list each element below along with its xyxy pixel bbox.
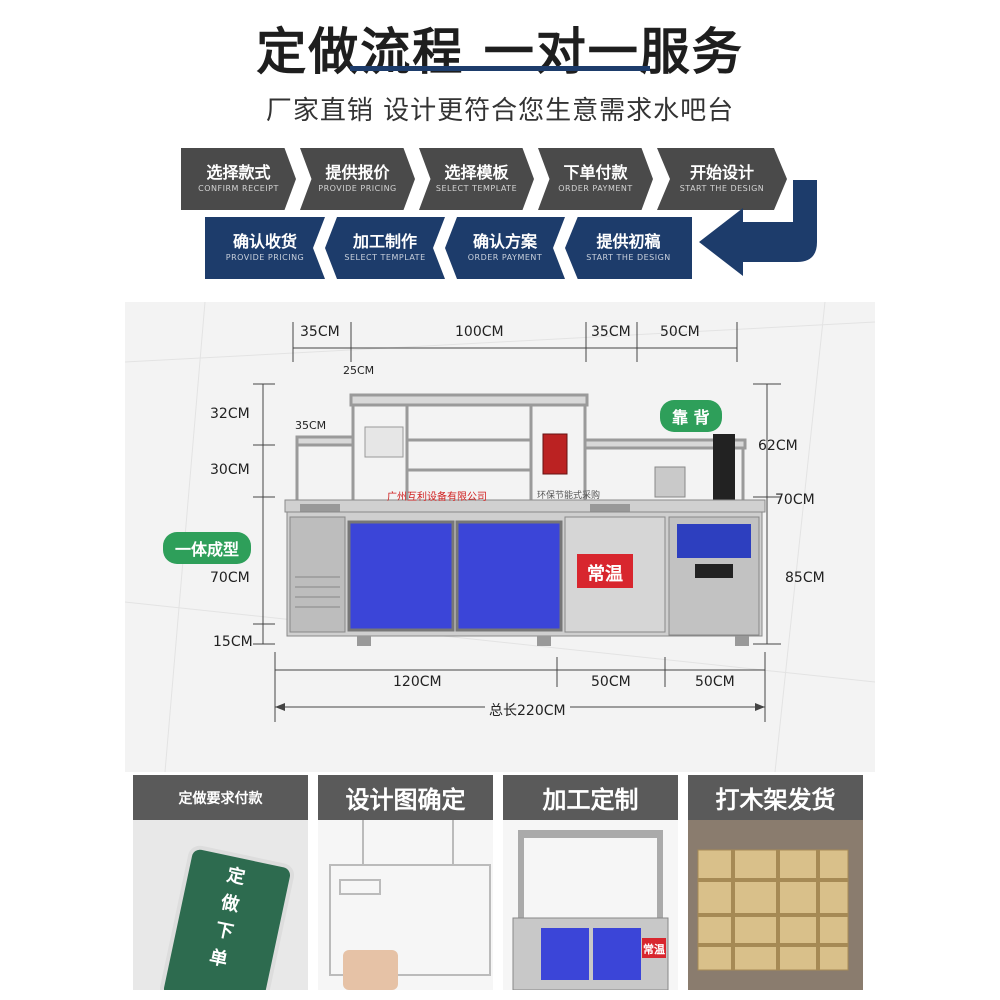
dim-left-4: 15CM — [213, 634, 253, 650]
step-label: 下单付款 — [563, 163, 628, 182]
counter-brand-text-right: 环保节能式采购 — [537, 491, 601, 501]
dim-small-1: 25CM — [343, 364, 375, 377]
dim-left-3: 70CM — [210, 570, 250, 586]
dim-small-2: 35CM — [295, 419, 327, 432]
panel-custom-payment: 定做要求付款 定 做 下 单 — [133, 775, 308, 990]
step-label: 确认收货 — [232, 232, 297, 251]
step-first-draft: 提供初稿 START THE DESIGN — [565, 217, 692, 279]
step-select-template: 选择模板 SELECT TEMPLATE — [419, 148, 534, 210]
step-label: 加工制作 — [352, 232, 417, 251]
dim-top-1: 35CM — [300, 324, 340, 340]
panel-title: 设计图确定 — [318, 775, 493, 820]
step-order-payment: 下单付款 ORDER PAYMENT — [538, 148, 653, 210]
step-label: 提供初稿 — [596, 232, 661, 251]
dim-right-1: 62CM — [758, 438, 798, 454]
step-label: 开始设计 — [689, 163, 754, 182]
dim-bottom-1: 120CM — [393, 674, 442, 690]
step-processing: 加工制作 SELECT TEMPLATE — [325, 217, 445, 279]
step-label: 提供报价 — [325, 163, 390, 182]
page-title: 定做流程 一对一服务 — [256, 23, 744, 81]
dim-bottom-3: 50CM — [695, 674, 735, 690]
panel-title: 定做要求付款 — [133, 775, 308, 820]
step-label: 选择款式 — [206, 163, 271, 182]
callout-backrest: 靠 背 — [660, 400, 722, 432]
dim-top-3: 35CM — [591, 324, 631, 340]
panel-design-confirm: 设计图确定 — [318, 775, 493, 990]
page-subtitle: 厂家直销 设计更符合您生意需求水吧台 — [265, 96, 735, 126]
step-start-design: 开始设计 START THE DESIGN — [657, 148, 787, 210]
step-sublabel: ORDER PAYMENT — [467, 253, 543, 262]
sketch-drawing — [329, 820, 491, 990]
return-arrow-icon — [699, 180, 817, 276]
step-sublabel: START THE DESIGN — [586, 253, 671, 262]
normal-temp-label: 常温 — [587, 564, 623, 585]
dim-right-2: 70CM — [775, 492, 815, 508]
panel-title: 加工定制 — [503, 775, 678, 820]
step-sublabel: SELECT TEMPLATE — [435, 184, 518, 193]
dim-top-4: 50CM — [660, 324, 700, 340]
step-confirm-receipt: 确认收货 PROVIDE PRICING — [205, 217, 325, 279]
panel-wood-crate: 打木架发货 — [688, 775, 863, 990]
counter-brand-text: 广州互利设备有限公司 — [387, 492, 487, 503]
step-sublabel: CONFIRM RECEIPT — [198, 184, 279, 193]
normal-temp-label: 常温 — [643, 943, 665, 956]
callout-one-piece: 一体成型 — [163, 532, 252, 564]
title-underline — [350, 66, 650, 71]
wood-crate-photo — [688, 820, 863, 990]
panel-processing: 加工定制 常温 — [503, 775, 678, 990]
step-label: 选择模板 — [444, 163, 509, 182]
step-select-style: 选择款式 CONFIRM RECEIPT — [181, 148, 296, 210]
step-sublabel: START THE DESIGN — [679, 184, 765, 193]
step-provide-quote: 提供报价 PROVIDE PRICING — [300, 148, 415, 210]
dim-left-1: 32CM — [210, 406, 250, 422]
bar-counter-drawing — [125, 302, 875, 772]
dimension-diagram: 35CM 100CM 35CM 50CM 25CM 35CM 32CM 30CM… — [125, 302, 875, 772]
step-sublabel: PROVIDE PRICING — [225, 253, 305, 262]
panel-title: 打木架发货 — [688, 775, 863, 820]
dim-total-length: 总长220CM — [485, 700, 570, 720]
step-sublabel: PROVIDE PRICING — [318, 184, 397, 193]
step-confirm-plan: 确认方案 ORDER PAYMENT — [445, 217, 565, 279]
dim-bottom-2: 50CM — [591, 674, 631, 690]
counter-photo — [512, 830, 669, 990]
step-sublabel: ORDER PAYMENT — [558, 184, 633, 193]
dim-left-2: 30CM — [210, 462, 250, 478]
step-sublabel: SELECT TEMPLATE — [344, 253, 426, 262]
dim-right-3: 85CM — [785, 570, 825, 586]
step-label: 确认方案 — [472, 232, 537, 251]
dim-top-2: 100CM — [455, 324, 504, 340]
